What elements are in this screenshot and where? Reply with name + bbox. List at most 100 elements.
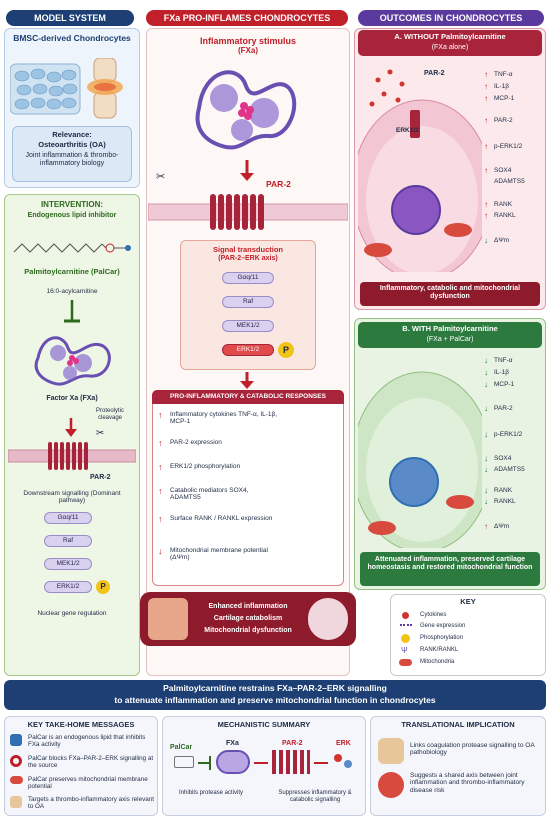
response-arrow: ↑ xyxy=(158,410,163,420)
panel_a-marker-arrow: ↑ xyxy=(484,82,488,91)
panel_a-marker-arrow: ↑ xyxy=(484,116,488,125)
inhibition-bar-icon xyxy=(64,300,80,323)
mech-par2: PAR-2 xyxy=(282,740,303,747)
panel_a-marker-label: SOX4 xyxy=(494,167,512,174)
panel_a-marker-label: RANKL xyxy=(494,212,516,219)
center-step-erk: ERK1/2 xyxy=(222,344,274,356)
key-gene-icon xyxy=(400,624,412,629)
panel_b-marker-arrow: ↓ xyxy=(484,465,488,474)
panel_a-marker-label: ADAMTS5 xyxy=(494,178,525,185)
panel-a-head-b: Palmitoylcarnitine xyxy=(441,32,506,41)
panel_a-marker-label: p-ERK1/2 xyxy=(494,143,523,150)
key-item-1: Gene expression xyxy=(420,623,466,629)
panel_b-marker-arrow: ↑ xyxy=(484,522,488,531)
key-item-2: Phosphorylation xyxy=(420,635,464,641)
mech-inhibit-line xyxy=(198,762,210,764)
panel_b-marker-label: p-ERK1/2 xyxy=(494,431,523,438)
conclusion-line-1: Palmitoylcarnitine restrains FXa–PAR-2–E… xyxy=(163,683,387,693)
factor-xa-label: Factor Xa (FXa) xyxy=(46,395,98,402)
translational-head: TRANSLATIONAL IMPLICATION xyxy=(401,720,515,729)
mech-par2-icon xyxy=(272,750,310,774)
mech-inhibits: Inhibits protease activity xyxy=(178,790,244,796)
responses-panel xyxy=(152,390,344,586)
panel-a-footer-bg xyxy=(360,282,540,306)
response-text: Inflammatory cytokines TNF-α, IL-1β, MCP… xyxy=(170,411,278,426)
takehome-head: KEY TAKE-HOME MESSAGES xyxy=(27,720,135,729)
mech-arrow-2 xyxy=(314,762,328,764)
conclusion-banner xyxy=(4,680,546,710)
response-arrow: ↑ xyxy=(158,514,163,524)
model-title: BMSC-derived Chondrocytes xyxy=(13,33,131,43)
panel_a-marker-arrow: ↑ xyxy=(484,94,488,103)
response-text: Surface RANK / RANKL expression xyxy=(170,515,273,522)
signal-head: Signal transduction xyxy=(212,245,283,254)
banner-line-1: Enhanced inflammation xyxy=(208,603,288,610)
center-step-gq: Gαq/11 xyxy=(222,272,274,284)
panel-a-sub: (FXa alone) xyxy=(431,44,469,51)
relevance-body: Joint inflammation & thrombo-inflammator… xyxy=(25,152,119,168)
key-item-0: Cytokines xyxy=(420,612,447,618)
panel_b-marker-arrow: ↓ xyxy=(484,486,488,495)
key-cytokine-icon xyxy=(402,612,409,619)
intervention-par2: PAR-2 xyxy=(90,474,111,481)
response-text: Catabolic mediators SOX4, ADAMTS5 xyxy=(170,487,249,502)
mechanistic-head: MECHANISTIC SUMMARY xyxy=(217,720,311,729)
left-step-gq: Gαq/11 xyxy=(44,512,92,524)
mech-erk: ERK xyxy=(336,740,351,747)
mechanistic-panel xyxy=(162,716,366,816)
panel_b-marker-label: ΔΨm xyxy=(494,523,510,530)
panel_b-marker-label: ADAMTS5 xyxy=(494,466,525,473)
left-step-mek: MEK1/2 xyxy=(44,558,92,570)
panel_a-marker-label: TNF-α xyxy=(494,71,513,78)
mech-erk-dot-1 xyxy=(334,754,342,762)
left-step-erk: ERK1/2 xyxy=(44,581,92,593)
response-arrow: ↑ xyxy=(158,438,163,448)
panel-a-footer: Inflammatory, catabolic and mitochondria… xyxy=(379,285,521,301)
takehome-item-3: Targets a thrombo-inflammatory axis rele… xyxy=(28,796,154,811)
key-item-3: RANK/RANKL xyxy=(420,647,459,653)
takehome-item-1: PalCar blocks FXa–PAR-2–ERK signalling a… xyxy=(28,755,154,770)
joint-left-icon xyxy=(148,598,188,640)
translational-item-2: Suggests a shared axis between joint inf… xyxy=(410,772,525,794)
center-arrow-2 xyxy=(240,372,254,389)
palcar-name: Palmitoylcarnitine (PalCar) xyxy=(24,267,120,276)
key-phospho-icon xyxy=(401,634,410,643)
fxa-protein-center-icon xyxy=(195,70,297,150)
panel-b-head: B. WITH Palmitoylcarnitine xyxy=(402,324,498,333)
key-panel xyxy=(390,594,546,676)
mech-palcar: PalCar xyxy=(170,744,193,751)
header-fxa-proinflames: FXa PRO-INFLAMES CHONDROCYTES xyxy=(146,10,348,26)
mech-inhibit-bar xyxy=(209,756,211,770)
chondrocyte-joint-illustration xyxy=(10,58,123,119)
center-step-raf: Raf xyxy=(222,296,274,308)
nuclear-label: Nuclear gene regulation xyxy=(37,610,107,617)
down-arrow-red-icon xyxy=(65,418,77,437)
banner-line-3: Mitochondrial dysfunction xyxy=(204,627,292,634)
response-arrow: ↑ xyxy=(158,486,163,496)
panel_b-marker-label: RANKL xyxy=(494,498,516,505)
panel-a-par2: PAR-2 xyxy=(424,70,445,77)
panel_a-marker-arrow: ↓ xyxy=(484,236,488,245)
target-icon xyxy=(10,755,22,767)
center-membrane-icon xyxy=(148,194,348,230)
stimulus-sub: (FXa) xyxy=(238,46,258,55)
panel_b-marker-arrow: ↓ xyxy=(484,404,488,413)
left-phospho-badge: P xyxy=(96,580,110,594)
panel_b-marker-arrow: ↓ xyxy=(484,368,488,377)
stimulus-head: Inflammatory stimulus xyxy=(199,36,297,46)
header-outcomes: OUTCOMES IN CHONDROCYTES xyxy=(358,10,544,26)
takehome-item-0: PalCar is an endogenous lipid that inhib… xyxy=(28,734,146,749)
scissors-icon: ✂ xyxy=(96,428,105,439)
header-model-system: MODEL SYSTEM xyxy=(6,10,134,26)
panel-a-head-a: A. WITHOUT xyxy=(394,32,439,41)
signal-sub: (PAR-2–ERK axis) xyxy=(218,255,278,262)
mech-erk-dot-2 xyxy=(344,760,352,768)
panel-b-cell-illustration xyxy=(358,371,482,548)
intervention-head: INTERVENTION: xyxy=(40,200,104,209)
panel-b-sub: (FXa + PalCar) xyxy=(426,336,474,343)
panel_a-marker-arrow: ↑ xyxy=(484,200,488,209)
panel_b-marker-label: PAR-2 xyxy=(494,405,513,412)
relevance-oa: Osteoarthritis (OA) xyxy=(38,140,106,149)
panel_b-marker-label: MCP-1 xyxy=(494,381,515,388)
panel_a-marker-label: ΔΨm xyxy=(494,237,510,244)
